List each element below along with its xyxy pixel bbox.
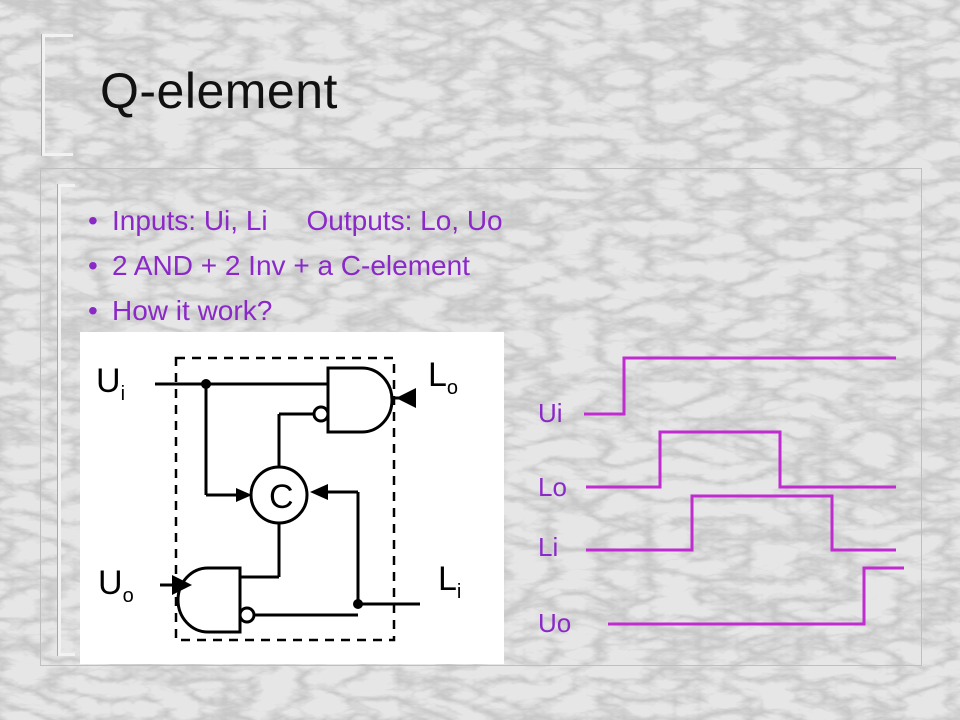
bullet-text: 2 AND + 2 Inv + a C-element <box>112 250 470 281</box>
upper-inverter-bubble <box>312 405 330 423</box>
c-element-label: C <box>269 478 294 516</box>
lo-label: Lo <box>428 356 458 399</box>
waveform-uo <box>608 566 904 626</box>
lo-arrow <box>396 388 416 408</box>
signal-label-lo: Lo <box>538 472 567 502</box>
bullet-icon: • <box>88 205 98 236</box>
arrow-head <box>310 484 328 500</box>
content-frame <box>40 168 922 666</box>
bullet-list: • Inputs: Ui, Li Outputs: Lo, Uo • 2 AND +… <box>88 198 503 333</box>
circuit-boundary <box>174 356 396 642</box>
bullet-icon: • <box>88 250 98 281</box>
circuit-diagram-panel: C Ui Lo Uo Li <box>80 332 504 664</box>
bullet-text: How it work? <box>112 295 273 326</box>
li-label: Li <box>438 560 461 603</box>
waveform-lo <box>586 430 896 489</box>
signal-label-li: Li <box>538 532 558 562</box>
bullet-item: • Inputs: Ui, Li Outputs: Lo, Uo <box>88 198 503 243</box>
upper-and-gate <box>326 366 394 434</box>
content-frame-bracket <box>58 184 75 656</box>
lower-inverter-bubble <box>238 606 256 624</box>
timing-diagram: Ui Lo Li Uo <box>538 356 904 638</box>
uo-label: Uo <box>98 564 134 607</box>
circuit-diagram: C Ui Lo Uo Li <box>96 356 461 642</box>
lower-and-gate <box>176 566 242 634</box>
bullet-icon: • <box>88 295 98 326</box>
arrow-head <box>236 488 252 502</box>
slide-title: Q-element <box>100 63 338 119</box>
waveform-li <box>586 494 896 552</box>
uo-arrow <box>172 575 192 595</box>
waveform-ui <box>584 356 896 416</box>
title-frame-bracket <box>42 34 73 156</box>
signal-label-uo: Uo <box>538 608 571 638</box>
signal-label-ui: Ui <box>538 398 563 428</box>
bullet-text: Inputs: Ui, Li Outputs: Lo, Uo <box>112 205 503 236</box>
bullet-item: • How it work? <box>88 288 503 333</box>
bullet-item: • 2 AND + 2 Inv + a C-element <box>88 243 503 288</box>
ui-label: Ui <box>96 362 125 405</box>
